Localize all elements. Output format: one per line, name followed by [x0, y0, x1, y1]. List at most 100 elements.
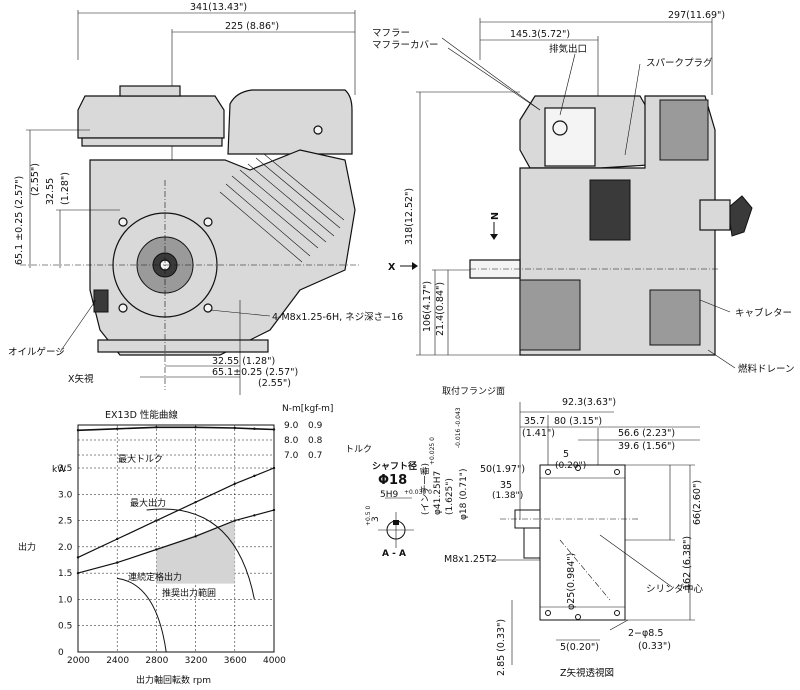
x-tick-label: 3600	[224, 656, 247, 666]
dim-25: φ25(0.984")	[566, 553, 577, 610]
spark-plug-label: スパークプラグ	[646, 57, 713, 69]
series-point-0	[155, 426, 158, 429]
x-view-engine	[20, 10, 360, 395]
dim-39: 39.6 (1.56")	[618, 441, 675, 452]
dim-0-20: (0.20")	[555, 461, 586, 471]
dim-318: 318(12.52")	[404, 188, 415, 245]
chart-y-label: 出力	[18, 541, 36, 553]
dim-341: 341(13.43")	[190, 2, 247, 13]
chart-x-label: 出力軸回転数 rpm	[136, 674, 211, 686]
dim-1-41: (1.41")	[522, 428, 555, 439]
y-tick-label: 2.0	[58, 543, 73, 553]
series-point-1	[253, 474, 256, 478]
torque-kgf-tick-label: 0.9	[308, 421, 323, 431]
dim-2-55-bottom: (2.55")	[258, 378, 291, 389]
chart-y2-note: トルク	[345, 444, 372, 455]
chart-y-unit: kW	[52, 465, 66, 475]
x-tick-label: 2800	[145, 656, 168, 666]
y-tick-label: 1.0	[58, 595, 73, 605]
dim-66: 66(2.60")	[692, 480, 703, 525]
chart-frame	[77, 424, 275, 653]
series-line-0	[77, 426, 275, 432]
dim-32-55-bottom: 32.55 (1.28")	[212, 356, 275, 367]
z-view-flange	[488, 402, 700, 665]
muffler-cover-label: マフラーカバー	[372, 40, 439, 51]
recommended-range-area	[156, 520, 235, 584]
dim-32-55-left: 32.55	[45, 178, 56, 205]
series-point-1	[233, 482, 236, 485]
muffler-label: マフラー	[372, 28, 410, 39]
cylinder-fins	[219, 153, 345, 263]
max-output-label: 最大出力	[130, 497, 166, 509]
dim-297: 297(11.69")	[668, 10, 725, 21]
series-point-1	[194, 500, 197, 504]
x-tick-label: 2400	[106, 656, 129, 666]
dim-225: 225 (8.86")	[225, 21, 279, 32]
dim-5: 5	[563, 449, 569, 460]
dim-3: 3	[371, 516, 381, 522]
carburetor-label: キャブレター	[735, 307, 792, 319]
flange-label: 取付フランジ面	[442, 386, 505, 397]
max-torque-label: 最大トルク	[118, 453, 163, 465]
series-point-2	[76, 571, 80, 575]
series-point-0	[233, 426, 236, 430]
bolts-note: 4-M8x1.25-6H, ネジ深さ−16	[272, 312, 403, 323]
dim-3-tol: +0.5 0	[365, 506, 372, 526]
series-point-1	[116, 537, 119, 541]
dim-2-55-left: (2.55")	[30, 163, 41, 196]
series-point-1	[272, 466, 276, 470]
side-view-engine	[400, 18, 753, 369]
n-arrow-label: N	[490, 212, 501, 220]
y-tick-label: 3.0	[58, 490, 73, 500]
dim-145: 145.3(5.72")	[510, 29, 570, 40]
low-speed-envelope	[117, 577, 167, 653]
x-tick-label: 3200	[185, 656, 208, 666]
dim-35-7: 35.7	[524, 416, 545, 427]
dim-21-4: 21.4(0.84")	[435, 282, 446, 336]
dim-162: 162 (6.38")	[682, 536, 693, 590]
chart-title: EX13D 性能曲線	[105, 409, 178, 421]
series-point-1	[76, 556, 80, 559]
dim-106: 106(4.17")	[422, 281, 433, 332]
x-tick-label: 4000	[263, 656, 286, 666]
dim-80: 80 (3.15")	[554, 416, 602, 427]
series-point-2	[155, 548, 158, 551]
series-point-2	[253, 514, 256, 517]
holes-in-label: (0.33")	[638, 641, 671, 652]
rated-output-label: 連続定格出力	[128, 571, 182, 583]
torque-kgf-tick-label: 0.7	[308, 451, 322, 461]
series-point-0	[76, 429, 80, 432]
torque-tick-label: 7.0	[284, 451, 299, 461]
x-tick-label: 2000	[67, 656, 90, 666]
series-point-0	[194, 426, 197, 429]
dim-1-625: (1.625")	[445, 478, 455, 515]
dim-5-bottom: 5(0.20")	[560, 642, 599, 653]
inch-label: (インチ一番)	[419, 463, 431, 515]
dim-35: 35	[500, 480, 512, 491]
holes-label: 2−φ8.5	[628, 628, 663, 639]
y-tick-label: 0	[58, 648, 64, 658]
oil-gauge-label: オイルゲージ	[8, 346, 65, 358]
series-point-2	[233, 519, 236, 522]
cylinder-center-label: シリンダ中心	[646, 583, 704, 595]
series-point-0	[272, 428, 276, 431]
dim-18: φ18 (0.71")	[459, 469, 469, 520]
torque-tick-label: 8.0	[284, 436, 299, 446]
dim-2-85: 2.85 (0.33")	[496, 619, 507, 676]
dim-5h9-tol: +0.030 0	[404, 489, 432, 496]
series-point-0	[253, 427, 256, 430]
y-tick-label: 2.5	[58, 517, 72, 527]
torque-kgf-tick-label: 0.8	[308, 436, 323, 446]
output-envelope	[146, 508, 255, 600]
shaft-diameter-label: シャフト径	[372, 460, 417, 472]
series-point-1	[155, 519, 158, 522]
torque-tick-label: 9.0	[284, 421, 299, 431]
exhaust-label: 排気出口	[549, 43, 587, 55]
shaft-section	[378, 497, 414, 548]
dim-50: 50(1.97")	[480, 464, 525, 475]
dim-18-tol: -0.016 -0.043	[455, 407, 462, 448]
series-point-2	[272, 508, 276, 512]
recommended-range-label: 推奨出力範囲	[162, 587, 216, 599]
x-view-label: X矢視	[68, 373, 94, 385]
